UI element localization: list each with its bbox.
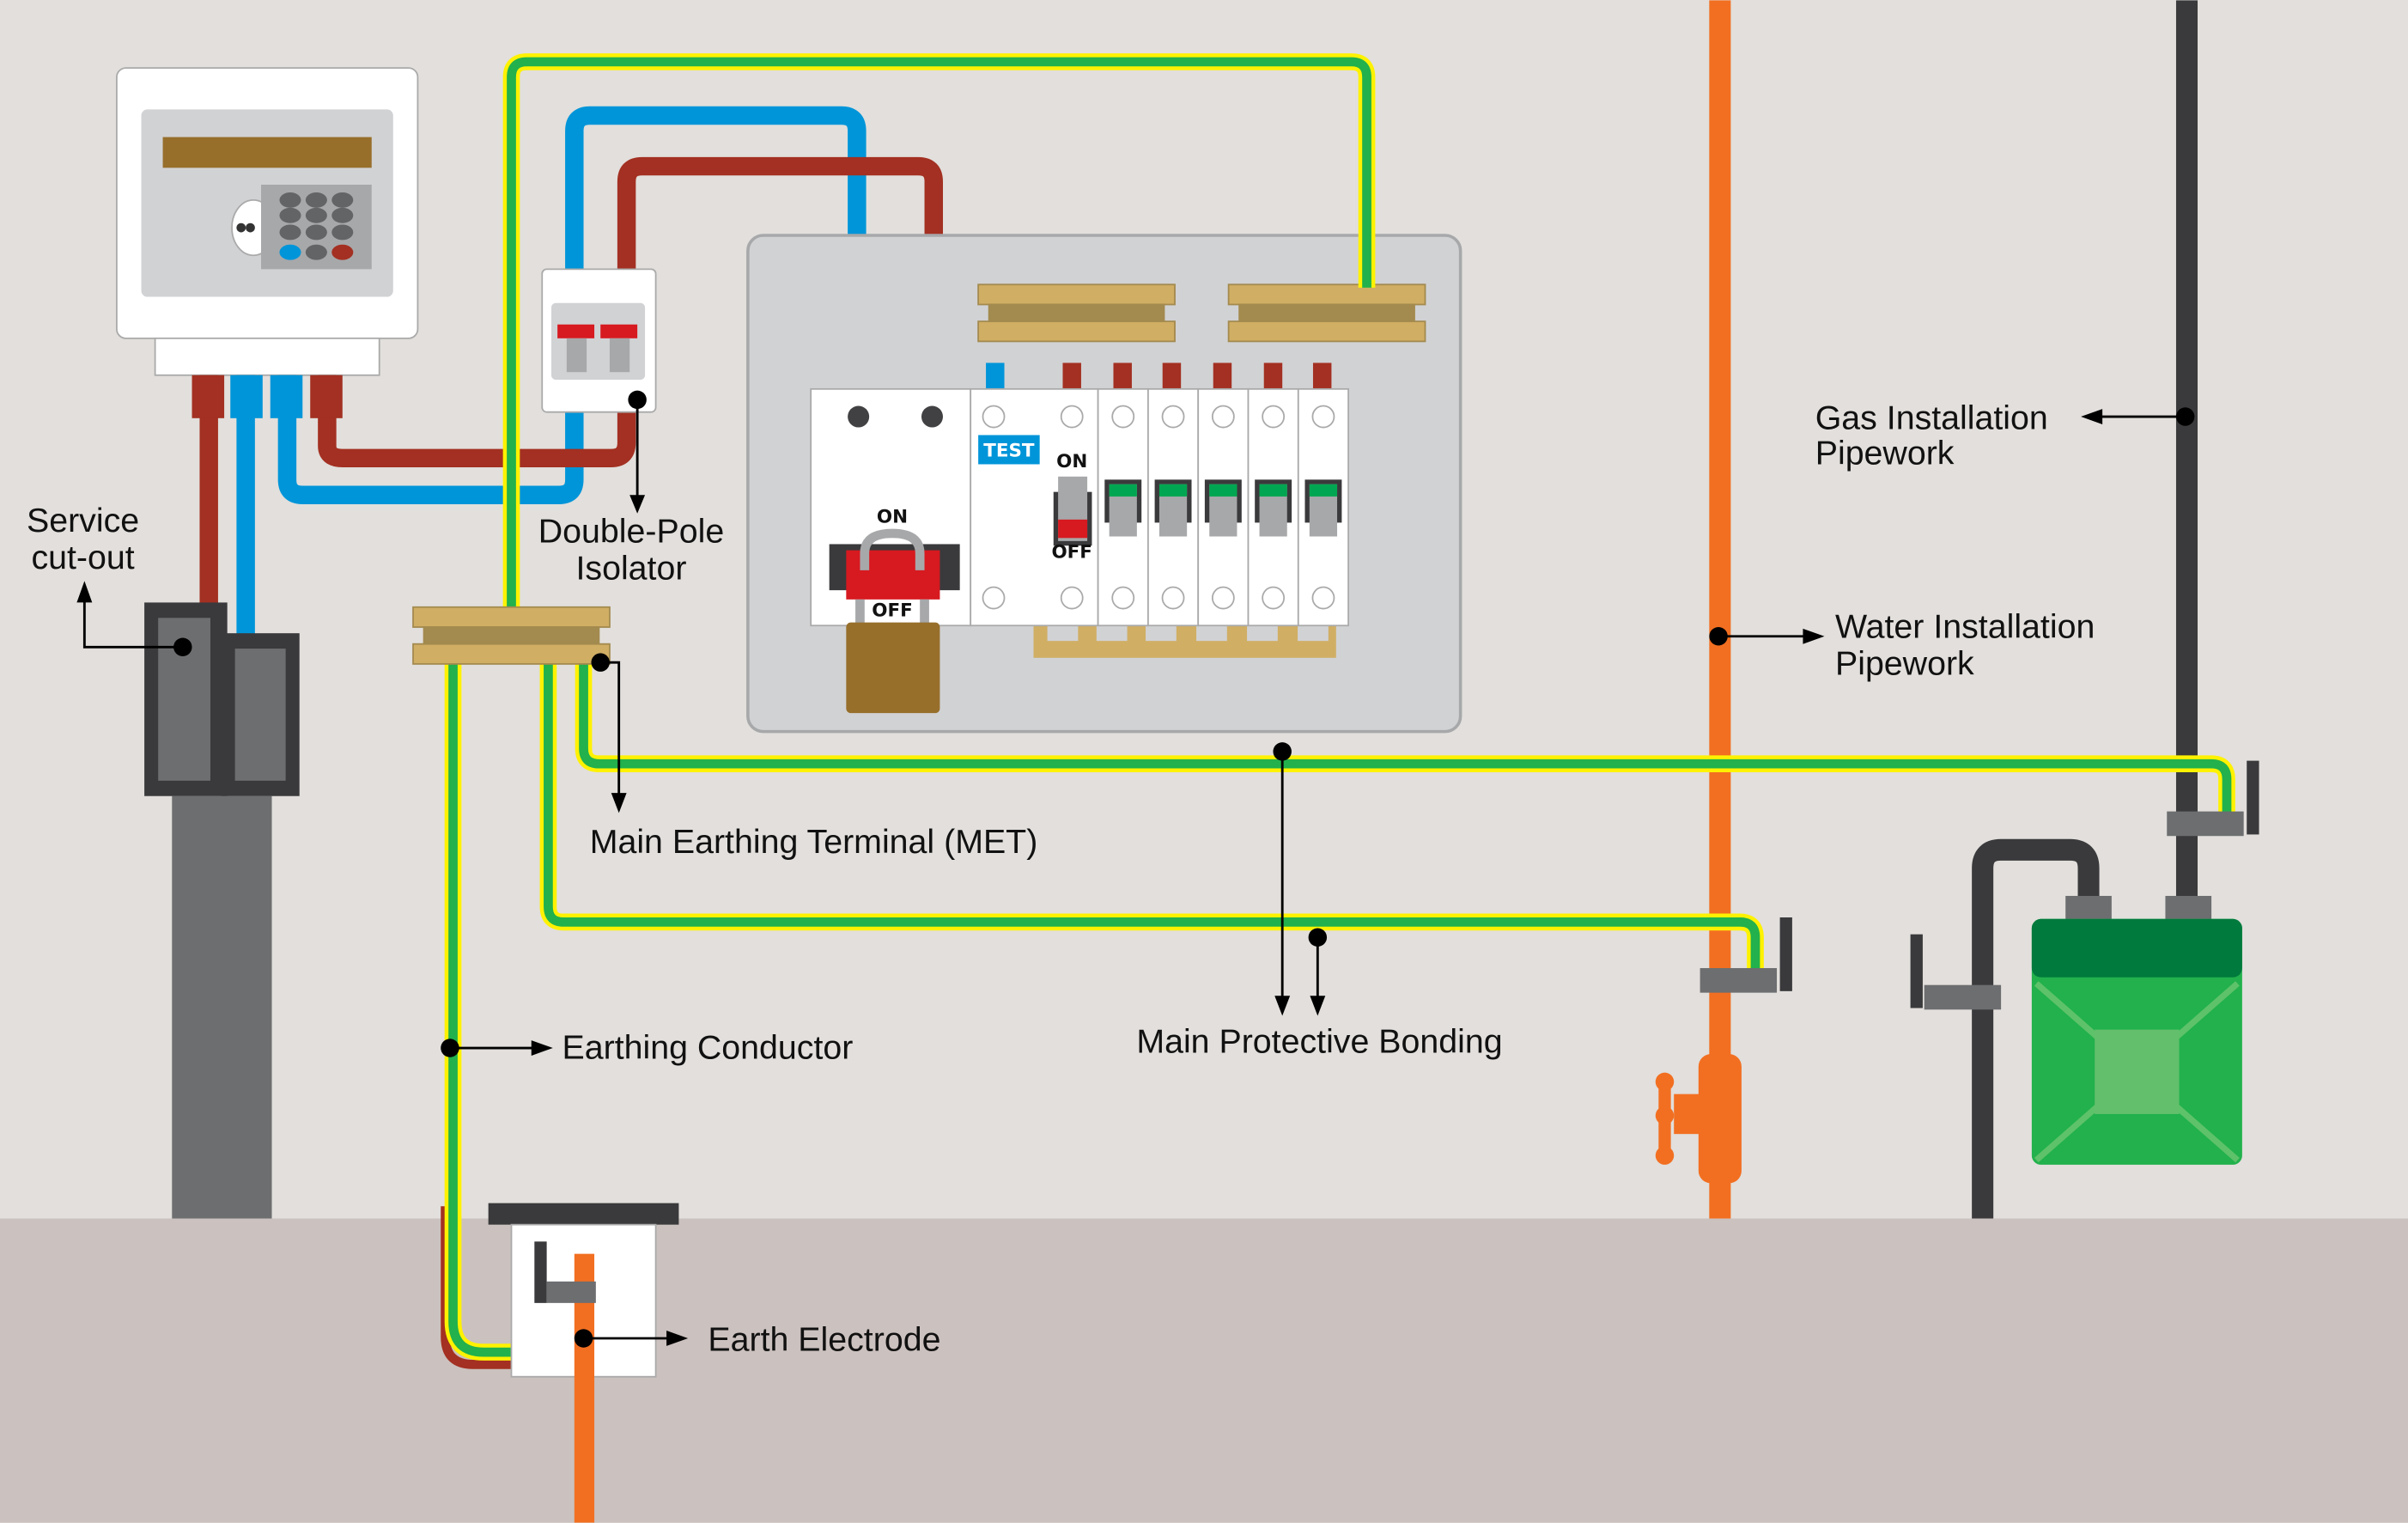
earth-electrode-pit — [488, 1203, 679, 1523]
label-isolator-1: Double-Pole — [538, 513, 724, 551]
earth-rod — [574, 1253, 595, 1523]
bonding-gas — [579, 661, 2232, 815]
label-earth-electrode: Earth Electrode — [708, 1320, 940, 1358]
label-gas-2: Pipework — [1815, 434, 1955, 472]
arrowheads — [76, 390, 2195, 1348]
earth-conductors — [441, 53, 2235, 1369]
main-switch-off-label: OFF — [872, 600, 913, 622]
earth-cable-sheath — [441, 1206, 553, 1369]
mcb-on-indicator — [1158, 484, 1188, 497]
rcd-on-label: ON — [1056, 451, 1087, 472]
leader-lines — [82, 399, 2186, 1340]
mcb-on-indicator — [1209, 484, 1237, 497]
rcd-test-label: TEST — [983, 441, 1035, 462]
label-isolator-2: Isolator — [575, 550, 686, 588]
water-pipe — [1655, 0, 1742, 1219]
gas-bonding-clamp — [2167, 811, 2244, 837]
bonding-water — [544, 661, 1760, 972]
label-bonding: Main Protective Bonding — [1136, 1022, 1502, 1060]
water-bonding-clamp — [1700, 968, 1778, 993]
mcb-breaker[interactable] — [1097, 387, 1149, 627]
double-pole-isolator — [541, 268, 657, 413]
gas-meter — [2031, 918, 2242, 1165]
mcb-on-indicator — [1309, 484, 1338, 497]
mcb-on-indicator — [1109, 484, 1137, 497]
label-water-1: Water Installation — [1835, 608, 2095, 646]
main-bonding-to-cu — [507, 57, 1371, 615]
rcd-off-label: OFF — [1051, 542, 1092, 564]
padlock — [846, 622, 940, 714]
label-gas-1: Gas Installation — [1815, 399, 2048, 436]
service-cutout — [144, 602, 300, 1219]
mcb-group — [1097, 387, 1349, 627]
floor — [0, 1218, 2408, 1523]
tails — [199, 106, 943, 646]
mcb-breaker[interactable] — [1247, 387, 1299, 627]
mcb-breaker[interactable] — [1297, 387, 1349, 627]
mcb-breaker[interactable] — [1197, 387, 1250, 627]
meter-display — [162, 137, 372, 168]
label-water-2: Pipework — [1835, 644, 1974, 682]
label-met: Main Earthing Terminal (MET) — [590, 823, 1038, 861]
electricity-meter — [116, 67, 419, 376]
label-service-cutout-2: cut-out — [31, 539, 134, 576]
main-earthing-terminal — [412, 606, 611, 665]
mcb-breaker[interactable] — [1147, 387, 1200, 627]
rcd-test-button[interactable] — [978, 435, 1040, 465]
earth-bar — [1227, 283, 1426, 343]
label-earthing-conductor: Earthing Conductor — [562, 1029, 854, 1067]
consumer-unit: ON OFF TEST ON OFF — [746, 234, 1462, 734]
label-service-cutout-1: Service — [27, 502, 139, 539]
neutral-bar — [977, 283, 1176, 343]
mcb-on-indicator — [1259, 484, 1287, 497]
main-switch-on-label: ON — [877, 506, 908, 527]
